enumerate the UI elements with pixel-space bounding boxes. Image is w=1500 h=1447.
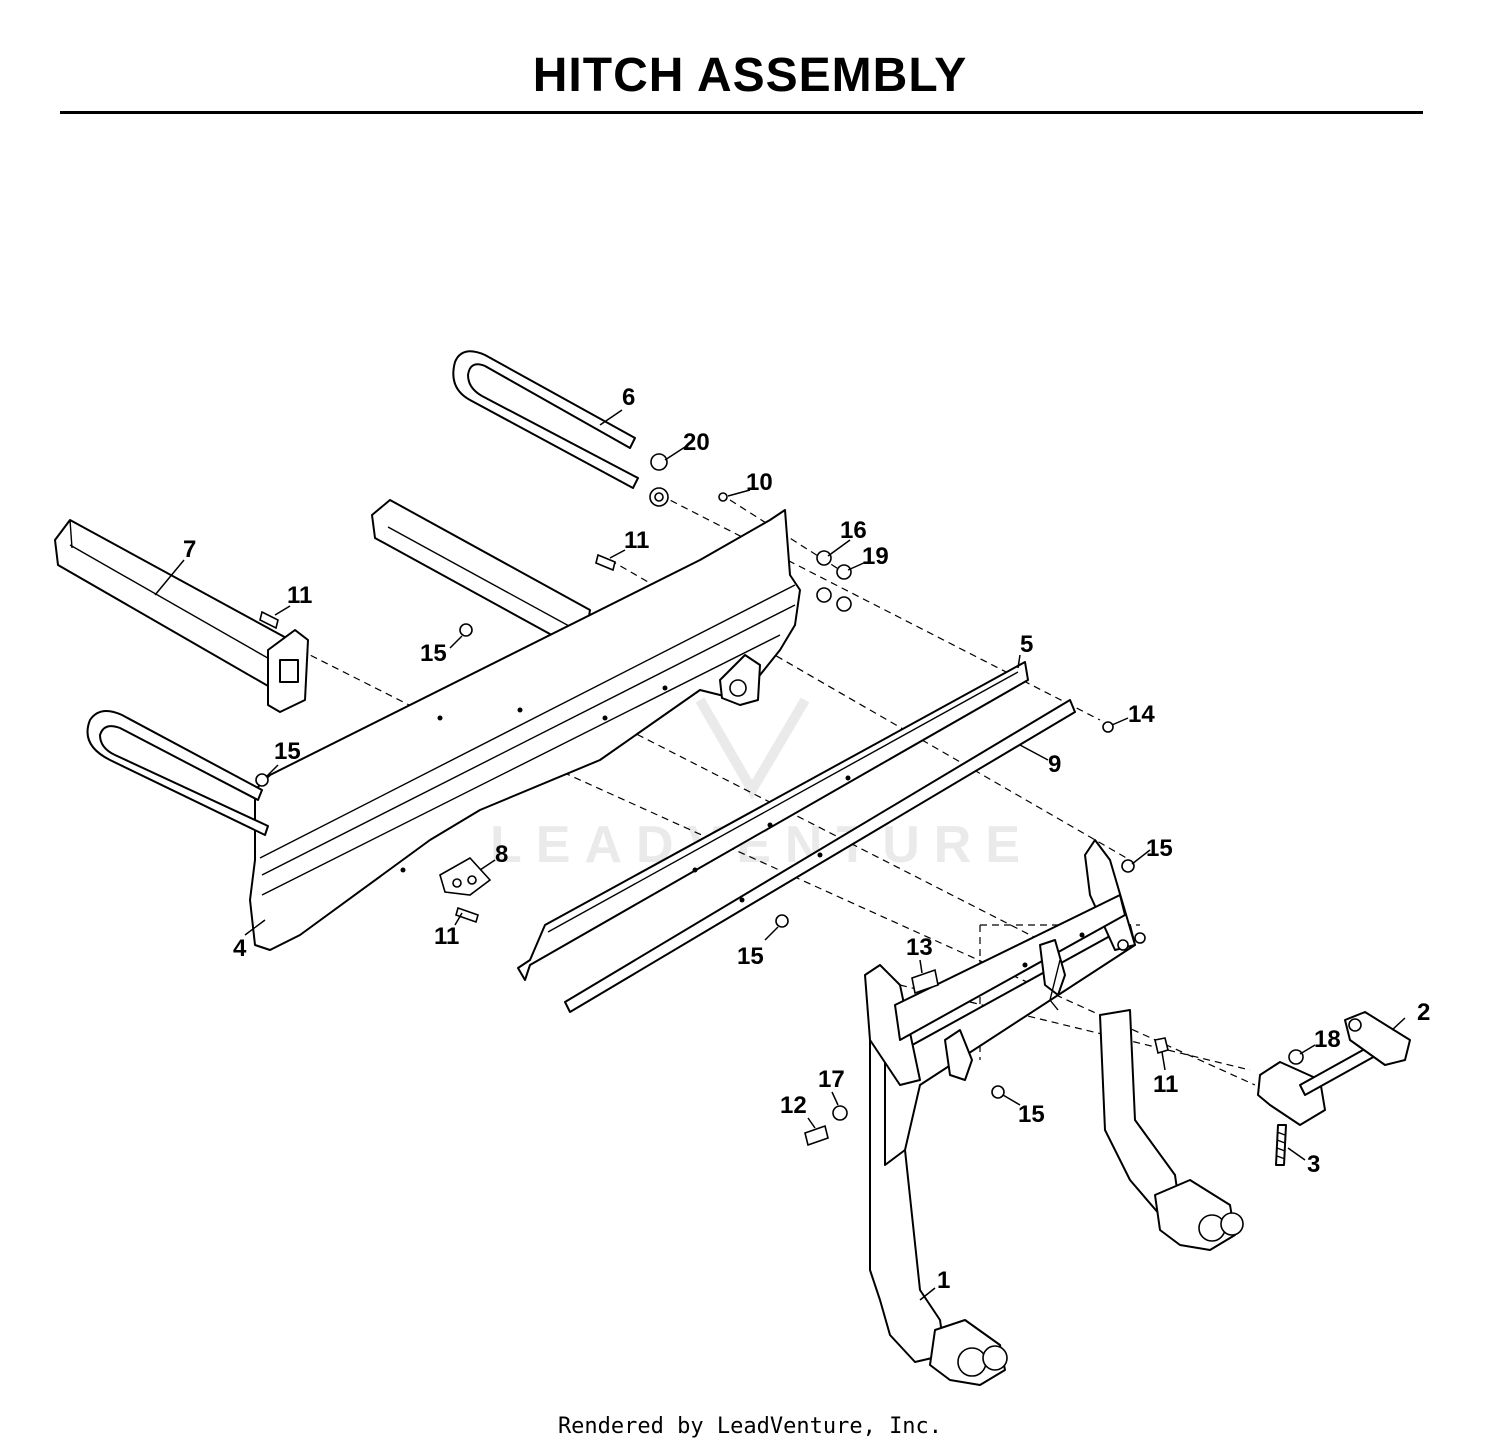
part-2-hitch-pin (1257, 1011, 1411, 1126)
footer-credit: Rendered by LeadVenture, Inc. (557, 1414, 943, 1439)
part-7-left-rail (54, 519, 309, 713)
callout-15-e: 15 (1018, 1101, 1045, 1128)
hardware (255, 453, 1304, 1147)
callout-7: 7 (183, 536, 196, 563)
callout-14: 14 (1128, 701, 1155, 728)
callout-1: 1 (937, 1267, 950, 1294)
callout-16: 16 (840, 517, 867, 544)
callout-6: 6 (622, 384, 635, 411)
callout-4: 4 (233, 935, 247, 962)
page-title: HITCH ASSEMBLY (532, 49, 968, 102)
callout-13: 13 (906, 934, 933, 961)
callout-15-d: 15 (737, 943, 764, 970)
callout-11-top: 11 (624, 527, 649, 554)
callout-15-c: 15 (1146, 835, 1173, 862)
title-rule (60, 111, 1423, 114)
part-5-angle-bar (517, 661, 1029, 981)
callout-12: 12 (780, 1092, 807, 1119)
callout-5: 5 (1020, 631, 1033, 658)
callout-20: 20 (683, 429, 710, 456)
callout-15-b: 15 (274, 738, 301, 765)
callout-11-bottom: 11 (434, 923, 459, 950)
part-1-hitch-frame (864, 839, 1244, 1386)
callout-2: 2 (1417, 999, 1430, 1026)
callout-11-left: 11 (287, 582, 312, 609)
callout-11-right: 11 (1153, 1071, 1178, 1098)
callout-3: 3 (1307, 1151, 1320, 1178)
part-6-u-bolt-lower (86, 710, 269, 836)
callout-19: 19 (862, 543, 889, 570)
part-4-front-frame (249, 509, 801, 951)
callout-15-a: 15 (420, 640, 447, 667)
callout-17: 17 (818, 1066, 845, 1093)
part-6-u-bolt-upper (452, 350, 639, 489)
part-3-spring (1275, 1124, 1287, 1166)
callout-8: 8 (495, 841, 508, 868)
leader-lines (154, 409, 1406, 1301)
callout-labels: 1 2 3 4 5 6 7 8 9 10 11 11 11 11 12 13 1… (183, 384, 1430, 1294)
part-7-center-rail (371, 499, 591, 646)
callout-18: 18 (1314, 1026, 1341, 1053)
callout-9: 9 (1048, 751, 1061, 778)
callout-10: 10 (746, 469, 773, 496)
